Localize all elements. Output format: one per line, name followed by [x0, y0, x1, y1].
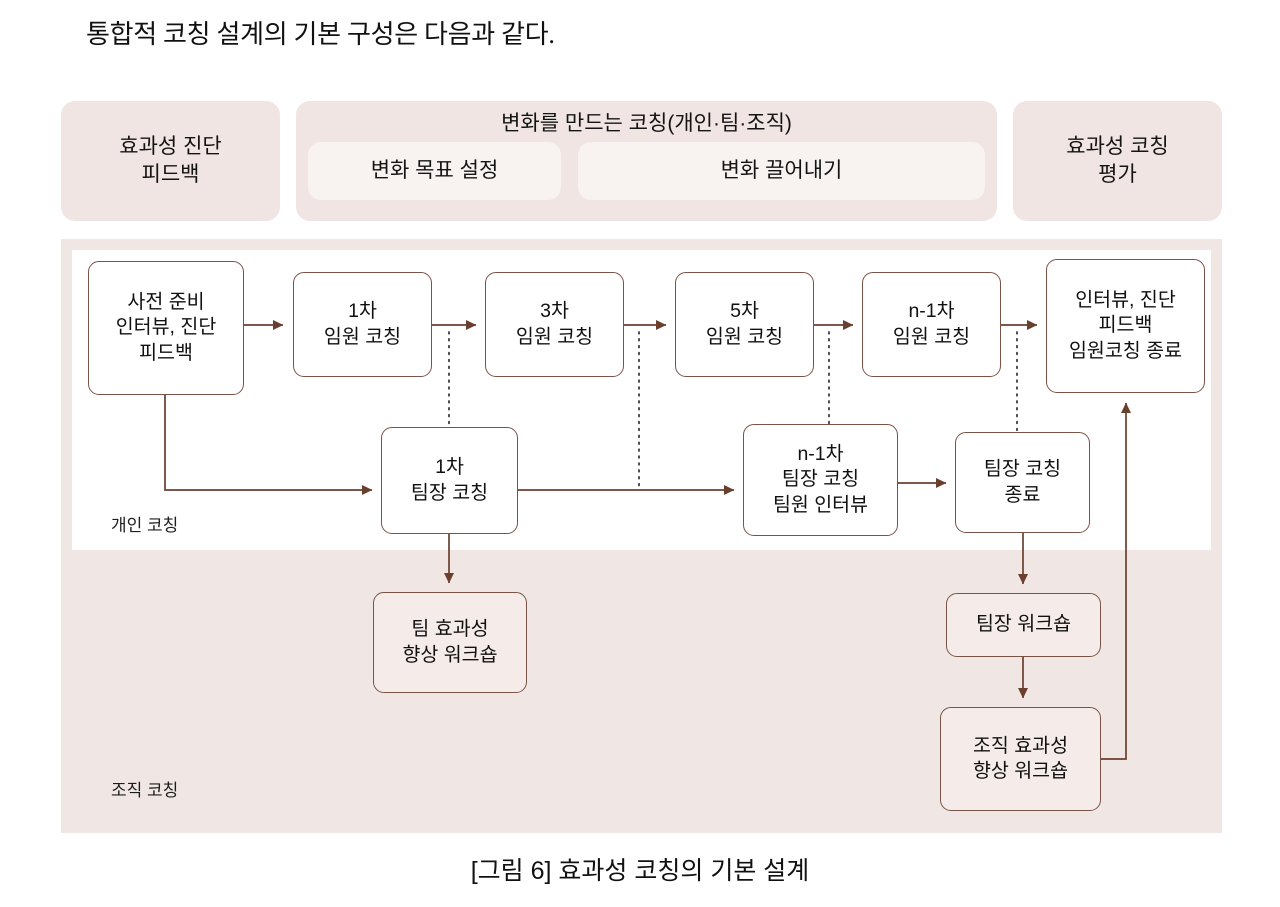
node-line: 임원 코칭	[323, 325, 402, 348]
node-line: n-1차	[797, 442, 844, 465]
node-exec-coaching-3-text: 3차 임원 코칭	[516, 299, 593, 350]
node-line: 종료	[1004, 483, 1041, 506]
node-team-leader-workshop-text: 팀장 워크숍	[976, 612, 1071, 637]
node-line: 향상 워크숍	[972, 760, 1069, 782]
node-line: 팀장 코칭	[410, 481, 489, 504]
node-team-leader-coaching-n-minus-1-text: n-1차 팀장 코칭 팀원 인터뷰	[773, 442, 868, 518]
node-exec-coaching-5: 5차 임원 코칭	[675, 272, 814, 377]
node-line: 3차	[540, 300, 569, 323]
node-exec-coaching-n-minus-1-text: n-1차 임원 코칭	[893, 299, 970, 350]
node-line: 팀장 워크숍	[975, 613, 1072, 636]
node-team-effectiveness-workshop-text: 팀 효과성 향상 워크숍	[402, 617, 497, 668]
node-final-interview-feedback: 인터뷰, 진단 피드백 임원코칭 종료	[1046, 259, 1205, 393]
band-right-line1: 효과성 코칭	[1066, 135, 1169, 159]
node-line: 팀장 코칭	[781, 468, 860, 491]
node-org-effectiveness-workshop: 조직 효과성 향상 워크숍	[940, 707, 1101, 811]
node-line: 인터뷰, 진단	[1075, 288, 1176, 311]
node-exec-coaching-3: 3차 임원 코칭	[485, 272, 624, 377]
node-line: 임원코칭 종료	[1068, 339, 1183, 362]
band-left-text: 효과성 진단 피드백	[119, 133, 221, 188]
node-team-leader-coaching-1-text: 1차 팀장 코칭	[411, 455, 488, 506]
node-line: 조직 효과성	[972, 734, 1069, 757]
node-line: 피드백	[1098, 314, 1153, 337]
node-final-interview-feedback-text: 인터뷰, 진단 피드백 임원코칭 종료	[1069, 288, 1182, 364]
node-line: 1차	[435, 456, 464, 479]
node-preparation: 사전 준비 인터뷰, 진단 피드백	[88, 261, 244, 395]
zone-label-org: 조직 코칭	[111, 781, 179, 800]
node-line: 향상 워크숍	[402, 643, 498, 666]
band-sub-goal-setting: 변화 목표 설정	[308, 142, 561, 201]
node-org-effectiveness-workshop-text: 조직 효과성 향상 워크숍	[973, 734, 1068, 785]
node-line: 임원 코칭	[705, 325, 784, 348]
node-team-leader-coaching-n-minus-1: n-1차 팀장 코칭 팀원 인터뷰	[743, 424, 898, 536]
node-line: 인터뷰, 진단	[115, 316, 217, 339]
node-team-leader-coaching-1: 1차 팀장 코칭	[381, 427, 518, 534]
node-line: 1차	[348, 300, 377, 323]
intro-sentence: 통합적 코칭 설계의 기본 구성은 다음과 같다.	[86, 20, 555, 49]
node-exec-coaching-1: 1차 임원 코칭	[293, 272, 432, 377]
zone-label-individual: 개인 코칭	[111, 516, 179, 535]
band-left-line2: 피드백	[141, 163, 200, 186]
node-team-effectiveness-workshop: 팀 효과성 향상 워크숍	[373, 592, 527, 693]
figure-caption: [그림 6] 효과성 코칭의 기본 설계	[470, 857, 810, 885]
node-team-leader-workshop: 팀장 워크숍	[946, 593, 1101, 657]
band-coaching-evaluation: 효과성 코칭 평가	[1013, 101, 1222, 221]
diagram-frame	[61, 239, 1222, 833]
band-center-title: 변화를 만드는 코칭(개인·팀·조직)	[501, 112, 792, 135]
node-team-leader-coaching-end-text: 팀장 코칭 종료	[984, 457, 1061, 508]
node-exec-coaching-1-text: 1차 임원 코칭	[324, 299, 401, 350]
node-team-leader-coaching-end: 팀장 코칭 종료	[955, 432, 1090, 533]
node-exec-coaching-n-minus-1: n-1차 임원 코칭	[862, 272, 1001, 377]
node-line: 사전 준비	[127, 290, 205, 313]
node-line: 팀원 인터뷰	[772, 493, 869, 516]
node-preparation-text: 사전 준비 인터뷰, 진단 피드백	[116, 290, 217, 366]
band-effectiveness-diagnosis: 효과성 진단 피드백	[61, 101, 280, 221]
node-line: 5차	[730, 300, 759, 323]
node-exec-coaching-5-text: 5차 임원 코칭	[706, 299, 783, 350]
node-line: 팀 효과성	[411, 618, 489, 641]
band-right-line2: 평가	[1098, 163, 1137, 186]
band-left-line1: 효과성 진단	[119, 135, 222, 159]
band-sub-drive-change: 변화 끌어내기	[578, 142, 985, 201]
node-line: 임원 코칭	[515, 325, 594, 348]
node-line: 임원 코칭	[892, 325, 971, 348]
node-line: n-1차	[908, 300, 955, 323]
band-center-sub-row: 변화 목표 설정 변화 끌어내기	[296, 142, 997, 211]
band-right-text: 효과성 코칭 평가	[1066, 133, 1168, 188]
node-line: 피드백	[139, 341, 193, 364]
band-change-coaching: 변화를 만드는 코칭(개인·팀·조직) 변화 목표 설정 변화 끌어내기	[296, 101, 997, 221]
node-line: 팀장 코칭	[983, 458, 1062, 481]
